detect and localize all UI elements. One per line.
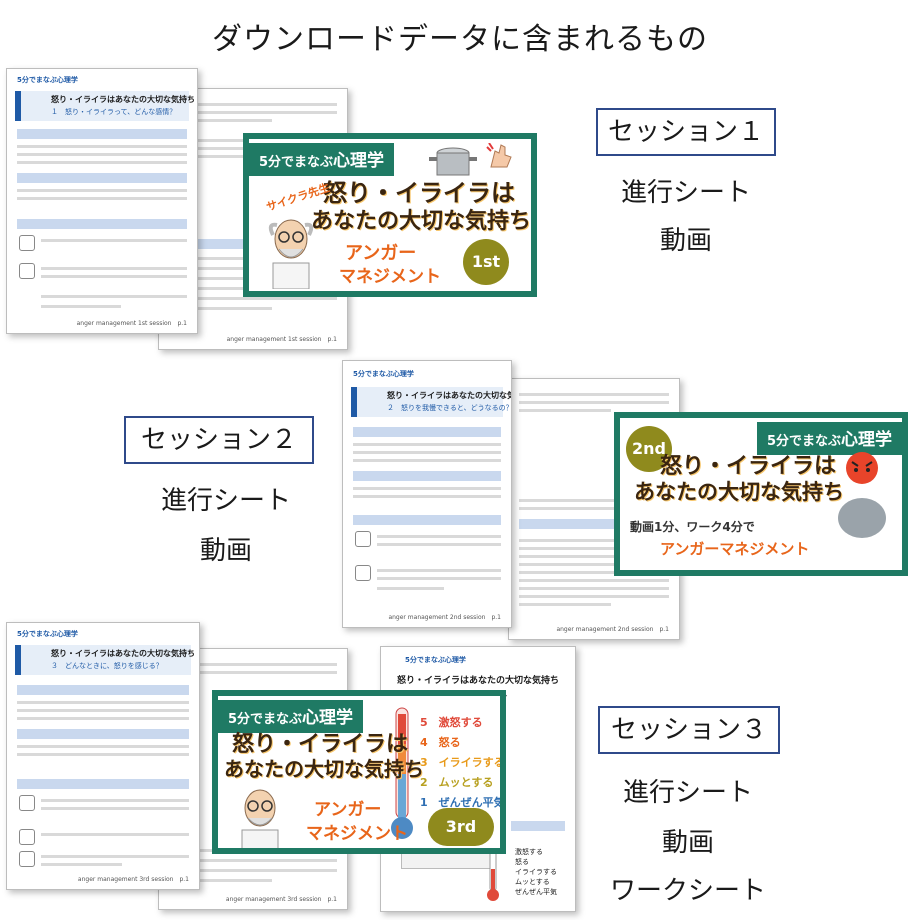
- level-4: 4 怒る: [420, 736, 461, 749]
- session3-label: セッション３: [598, 706, 780, 754]
- thumb-tag: 5分でまなぶ心理学: [249, 143, 395, 176]
- sheet-logo: 5分でまなぶ心理学: [353, 370, 414, 378]
- sheet-footer: anger management 3rd session p.1: [77, 876, 189, 883]
- ws-scale-1: ぜんぜん平気: [515, 888, 557, 896]
- session1-item-video: 動画: [659, 226, 712, 256]
- session1-item-sheet: 進行シート: [620, 178, 751, 208]
- thumb-anger-line1: アンガー: [314, 800, 382, 820]
- thumb-anger-line2: マネジメント: [339, 267, 441, 287]
- thumb-anger-line1: アンガー: [345, 243, 417, 264]
- page-heading: ダウンロードデータに含まれるもの: [212, 22, 708, 57]
- sheet-footer: anger management 3rd session p.1: [225, 896, 337, 903]
- sheet-logo: 5分でまなぶ心理学: [405, 656, 466, 664]
- sheet-subtitle: ２ 怒りを我慢できると、どうなるの？: [387, 404, 512, 412]
- thumb-title-line2: あなたの大切な気持ち: [634, 480, 844, 504]
- level-3: 3 イライラする: [420, 756, 500, 769]
- sheet-title: 怒り・イライラはあなたの大切な気持ち: [51, 649, 195, 658]
- thumb-tag: 5分でまなぶ心理学: [756, 422, 902, 455]
- thumb-title-line1: 怒り・イライラは: [323, 179, 515, 207]
- hand-icon: [486, 143, 512, 168]
- thumb-title-line1: 怒り・イライラは: [660, 454, 837, 479]
- session3-video-thumbnail[interactable]: 5分でまなぶ心理学 5 激怒する 4 怒る 3 イライラする 2 ムッとする 1…: [212, 690, 506, 854]
- thumb-tag: 5分でまなぶ心理学: [218, 700, 364, 733]
- sheet-footer: anger management 1st session p.1: [226, 336, 337, 343]
- sheet-header: 怒り・イライラはあなたの大切な気持ち １ 怒り・イライラって、どんな感情？: [15, 91, 195, 121]
- session1-video-thumbnail[interactable]: 5分でまなぶ心理学 怒り・イライラは あなたの大切な気持ち サイクラ先生 アンガ…: [243, 133, 537, 297]
- session2-item-video: 動画: [199, 536, 252, 566]
- ws-scale-2: ムッとする: [515, 878, 550, 886]
- ws-scale-5: 激怒する: [515, 848, 543, 856]
- session3-item-worksheet: ワークシート: [609, 876, 766, 906]
- ws-scale-3: イライラする: [515, 868, 557, 876]
- session-badge: 3rd: [428, 808, 494, 846]
- worksheet-title-1: 怒り・イライラはあなたの大切な気持ち: [396, 676, 559, 686]
- session-badge: 2nd: [626, 426, 672, 472]
- thumb-anger-line2: マネジメント: [306, 824, 408, 844]
- session3-item-video: 動画: [661, 828, 714, 858]
- pot-icon: [429, 147, 477, 176]
- thermometer-icon: [487, 844, 499, 901]
- session3-item-sheet: 進行シート: [622, 778, 753, 808]
- session1-label: セッション１: [596, 108, 776, 156]
- session2-sheet-front: 5分でまなぶ心理学 怒り・イライラはあなたの大切な気持ち ２ 怒りを我慢できると…: [342, 360, 512, 628]
- thumb-title-line2: あなたの大切な気持ち: [224, 757, 424, 781]
- sheet-header: 怒り・イライラはあなたの大切な気持ち ３ どんなときに、怒りを感じる？: [15, 645, 195, 675]
- session2-video-thumbnail[interactable]: 5分でまなぶ心理学 2nd 怒り・イライラは あなたの大切な気持ち 動画1分、ワ…: [614, 412, 908, 576]
- sheet-footer: anger management 1st session p.1: [76, 320, 187, 327]
- level-5: 5 激怒する: [420, 716, 483, 729]
- sheet-footer: anger management 2nd session p.1: [388, 614, 501, 621]
- level-1: 1 ぜんぜん平気: [420, 796, 500, 809]
- session3-sheet-front: 5分でまなぶ心理学 怒り・イライラはあなたの大切な気持ち ３ どんなときに、怒り…: [6, 622, 200, 890]
- level-2: 2 ムッとする: [420, 776, 494, 789]
- session1-sheet-front: 5分でまなぶ心理学 怒り・イライラはあなたの大切な気持ち １ 怒り・イライラって…: [6, 68, 198, 334]
- thumb-title-line1: 怒り・イライラは: [232, 732, 409, 757]
- sheet-footer: anger management 2nd session p.1: [556, 626, 669, 633]
- thermometer-icon: [391, 707, 413, 839]
- thumb-note: 動画1分、ワーク4分で: [630, 520, 755, 534]
- sheet-logo: 5分でまなぶ心理学: [17, 630, 78, 638]
- thumb-anger: アンガーマネジメント: [660, 540, 810, 558]
- professor-icon: [268, 219, 314, 289]
- ws-scale-4: 怒る: [515, 858, 529, 866]
- sheet-title: 怒り・イライラはあなたの大切な気持ち: [387, 391, 511, 400]
- professor-icon: [241, 789, 279, 848]
- angry-face-icon: [838, 452, 886, 538]
- session2-label: セッション２: [124, 416, 314, 464]
- thumb-title-line2: あなたの大切な気持ち: [311, 209, 531, 234]
- sheet-header: 怒り・イライラはあなたの大切な気持ち ２ 怒りを我慢できると、どうなるの？: [351, 387, 511, 417]
- session2-item-sheet: 進行シート: [160, 486, 291, 516]
- sheet-title: 怒り・イライラはあなたの大切な気持ち: [51, 95, 195, 104]
- sheet-subtitle: ３ どんなときに、怒りを感じる？: [51, 662, 163, 670]
- session-badge: 1st: [463, 239, 509, 285]
- sheet-logo: 5分でまなぶ心理学: [17, 76, 78, 84]
- sheet-subtitle: １ 怒り・イライラって、どんな感情？: [51, 108, 177, 116]
